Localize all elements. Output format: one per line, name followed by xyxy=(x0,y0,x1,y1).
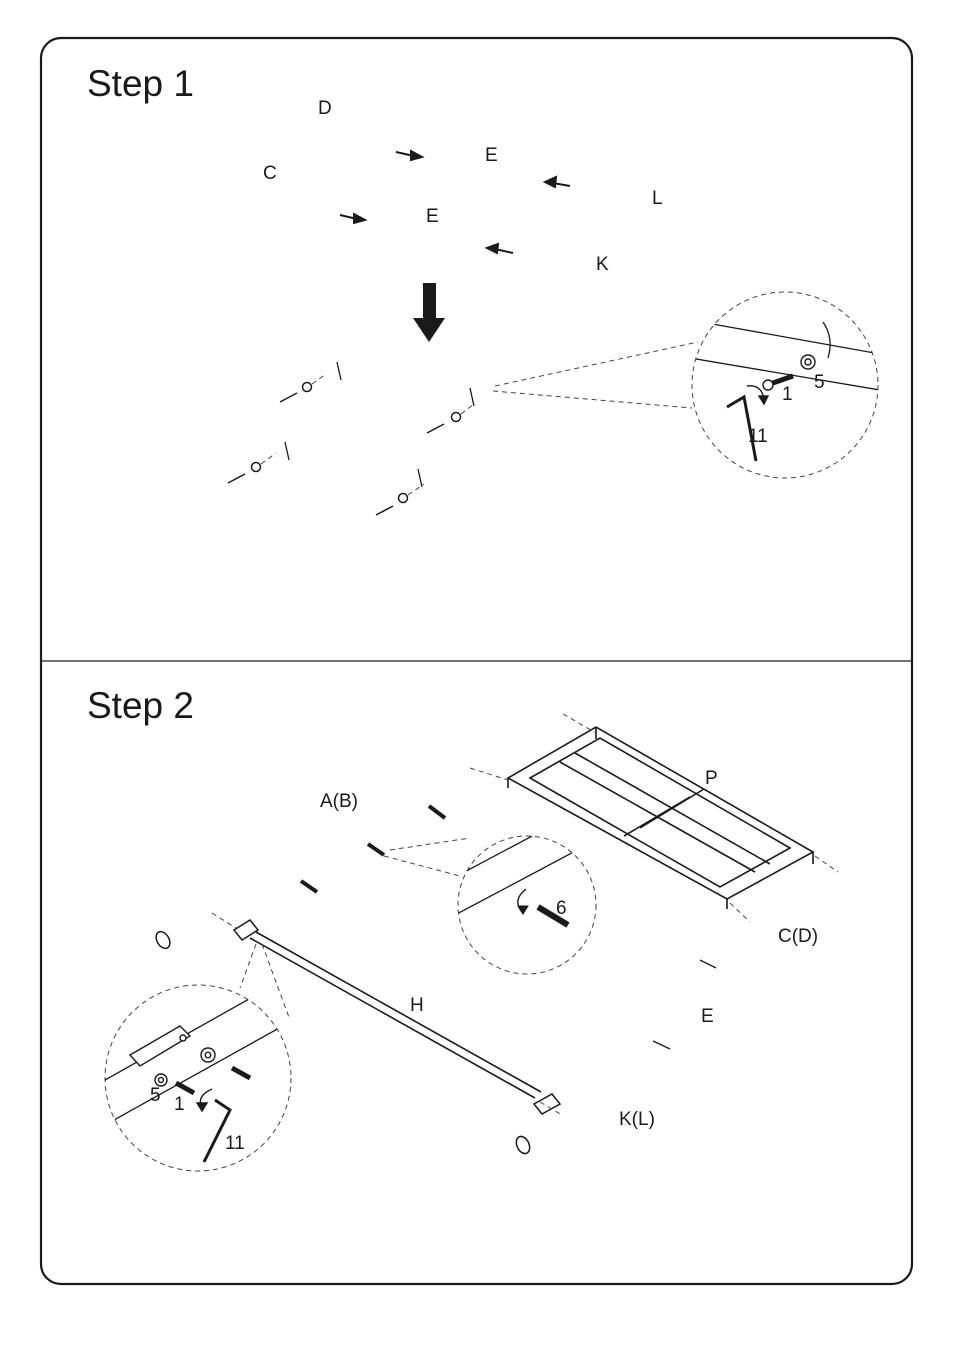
label-bolt-6: 6 xyxy=(556,898,567,919)
label-part-e-bottom: E xyxy=(426,206,439,227)
part-k-tube xyxy=(523,256,642,309)
label-allen-key-11-b: 11 xyxy=(225,1133,245,1154)
label-tube-a-b: A(B) xyxy=(320,791,358,812)
part-e-tube-top xyxy=(430,159,536,181)
label-tube-e: E xyxy=(701,1006,714,1027)
label-screw-1-b: 1 xyxy=(174,1094,185,1115)
label-washer-5-b: 5 xyxy=(150,1085,161,1106)
label-allen-key-11: 11 xyxy=(748,426,768,447)
part-l-tube xyxy=(580,190,700,244)
label-part-c: C xyxy=(263,163,277,184)
label-shelf-p: P xyxy=(705,768,718,789)
label-part-d: D xyxy=(318,98,332,119)
label-washer-5: 5 xyxy=(814,372,825,393)
step1-title: Step 1 xyxy=(87,63,194,104)
label-bar-h: H xyxy=(410,995,424,1016)
assembled-rail-back xyxy=(155,289,655,481)
label-tube-c-d: C(D) xyxy=(778,926,818,947)
label-part-e-top: E xyxy=(485,145,498,166)
label-part-l: L xyxy=(652,188,663,209)
label-screw-1: 1 xyxy=(782,384,793,405)
label-tube-k-l: K(L) xyxy=(619,1109,655,1130)
label-part-k: K xyxy=(596,254,609,275)
down-arrow-icon xyxy=(413,283,445,342)
detail-callout-2 xyxy=(458,836,596,974)
detail-callout-3 xyxy=(105,985,291,1171)
step2-title: Step 2 xyxy=(87,685,194,726)
